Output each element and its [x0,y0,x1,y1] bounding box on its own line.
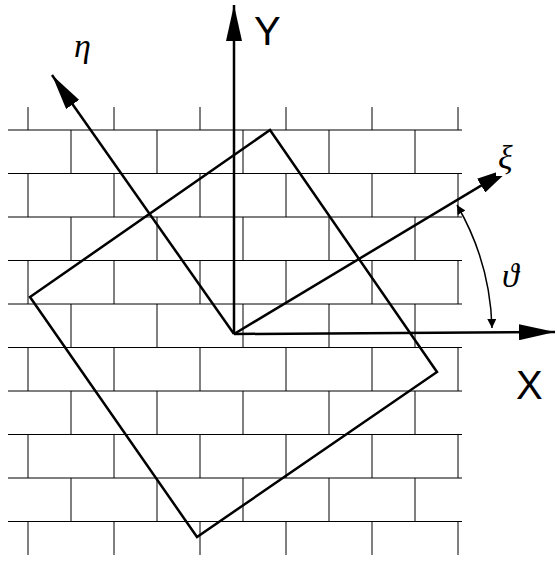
angle-label: ϑ [500,258,521,294]
x-axis-label: X [514,364,545,406]
eta-label: η [72,28,93,64]
x-axis [234,332,555,334]
y-axis [233,5,236,334]
angle-arc [457,205,492,328]
y-axis-label: Y [252,10,283,52]
xi-label: ξ [496,140,515,176]
eta-axis [52,75,234,334]
xi-axis [234,167,512,334]
